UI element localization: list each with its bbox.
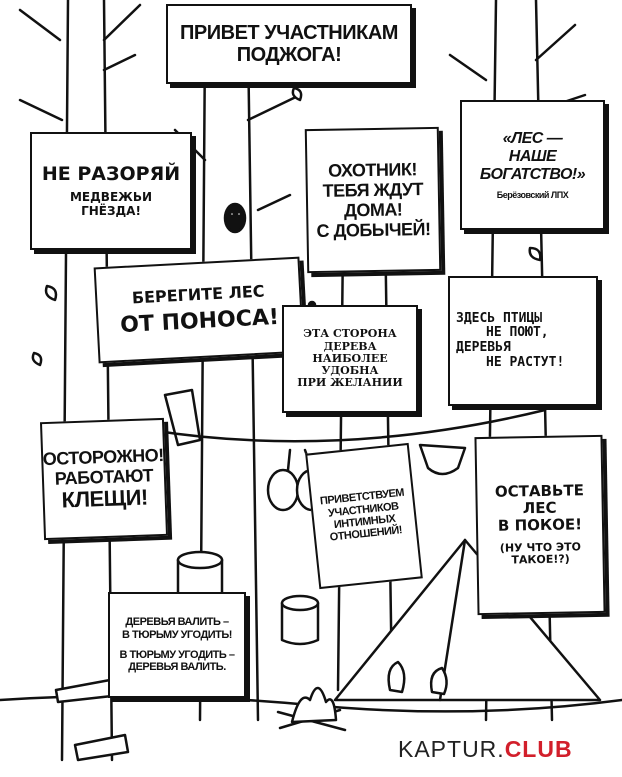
tree-trunk-left bbox=[60, 0, 114, 762]
sign-birds: ЗДЕСЬ ПТИЦЫ НЕ ПОЮТ, ДЕРЕВЬЯ НЕ РАСТУТ! bbox=[448, 276, 598, 406]
sign-leave-forest: ОСТАВЬТЕ ЛЕС В ПОКОЕ! (НУ ЧТО ЭТО ТАКОЕ!… bbox=[474, 434, 606, 616]
sign-text: ДЕРЕВЬЯ bbox=[456, 340, 511, 355]
sign-text: ТАКОЕ!?) bbox=[511, 552, 570, 567]
clothesline bbox=[148, 408, 547, 443]
sign-text: КЛЕЩИ! bbox=[61, 484, 149, 513]
sign-text: МЕДВЕЖЬИ ГНЁЗДА! bbox=[69, 190, 153, 218]
stump-right bbox=[280, 601, 320, 646]
sign-text: НЕ ПОЮТ, bbox=[486, 325, 549, 341]
sign-text: В ТЮРЬМУ УГОДИТЬ! bbox=[122, 628, 232, 641]
sign-text: С ДОБЫЧЕЙ! bbox=[316, 219, 431, 242]
sign-text: ЛЕС bbox=[522, 498, 557, 518]
sign-ticks: ОСТОРОЖНО! РАБОТАЮТ КЛЕЩИ! bbox=[39, 417, 169, 541]
sign-text: ЗДЕСЬ ПТИЦЫ bbox=[456, 310, 543, 326]
sign-text: НЕ РАЗОРЯЙ bbox=[41, 162, 181, 185]
sign-text: ДЕРЕВА bbox=[323, 339, 377, 353]
sign-text: ТЕБЯ ЖДУТ bbox=[322, 178, 424, 201]
watermark-part1: KAPTUR. bbox=[398, 736, 505, 762]
bottle bbox=[163, 388, 202, 447]
sign-prison: ДЕРЕВЬЯ ВАЛИТЬ – В ТЮРЬМУ УГОДИТЬ! В ТЮР… bbox=[108, 592, 246, 698]
underpants bbox=[418, 443, 467, 476]
sign-bear-nests: НЕ РАЗОРЯЙ МЕДВЕЖЬИ ГНЁЗДА! bbox=[30, 132, 192, 250]
sign-text: ПРИВЕТ УЧАСТНИКАМ ПОДЖОГА! bbox=[180, 21, 398, 66]
feet bbox=[387, 660, 448, 696]
sign-text: ОХОТНИК! bbox=[327, 158, 418, 181]
sign-text: В ТЮРЬМУ УГОДИТЬ – bbox=[119, 649, 235, 661]
sign-text: ДЕРЕВЬЯ ВАЛИТЬ. bbox=[128, 661, 226, 674]
sign-text: БОГАТСТВО!» bbox=[479, 165, 586, 183]
tent bbox=[333, 538, 602, 702]
sign-text: ДОМА! bbox=[343, 199, 403, 221]
sign-text: ПРИ ЖЕЛАНИИ bbox=[297, 376, 403, 390]
sign-tree-side: ЭТА СТОРОНА ДЕРЕВА НАИБОЛЕЕ УДОБНА ПРИ Ж… bbox=[282, 305, 418, 413]
sign-protect-forest: БЕРЕГИТЕ ЛЕС ОТ ПОНОСА! bbox=[93, 256, 305, 364]
watermark: KAPTUR.CLUB bbox=[398, 736, 573, 763]
sign-text: ЭТА СТОРОНА bbox=[303, 327, 397, 341]
bottle-ground-left bbox=[54, 678, 114, 704]
sign-forest-wealth: «ЛЕС — НАШЕ БОГАТСТВО!» Берёзовский ЛПХ bbox=[460, 100, 605, 230]
sign-text: НАИБОЛЕЕ bbox=[312, 351, 388, 365]
sign-intimate-greeting: ПРИВЕТСТВУЕМ УЧАСТНИКОВ ИНТИМНЫХ ОТНОШЕН… bbox=[305, 442, 423, 590]
tree-hole bbox=[223, 202, 247, 234]
sign-text: НАШЕ bbox=[508, 148, 557, 165]
bottle-ground-right bbox=[73, 733, 130, 762]
watermark-part2: CLUB bbox=[504, 736, 573, 762]
sign-text: ДЕРЕВЬЯ ВАЛИТЬ – bbox=[125, 616, 229, 629]
sign-text: НЕ РАСТУТ! bbox=[486, 354, 565, 370]
campfire bbox=[276, 686, 347, 732]
sign-text: БЕРЕГИТЕ ЛЕС bbox=[131, 281, 265, 308]
sign-text: «ЛЕС — bbox=[502, 130, 563, 148]
sign-text: В ПОКОЕ! bbox=[497, 515, 583, 535]
sign-hunter: ОХОТНИК! ТЕБЯ ЖДУТ ДОМА! С ДОБЫЧЕЙ! bbox=[304, 126, 442, 274]
sign-arson-greeting: ПРИВЕТ УЧАСТНИКАМ ПОДЖОГА! bbox=[166, 4, 412, 84]
sign-text: УДОБНА bbox=[321, 364, 379, 378]
sign-text: ОТ ПОНОСА! bbox=[119, 304, 280, 338]
sign-signature: Берёзовский ЛПХ bbox=[496, 189, 569, 200]
